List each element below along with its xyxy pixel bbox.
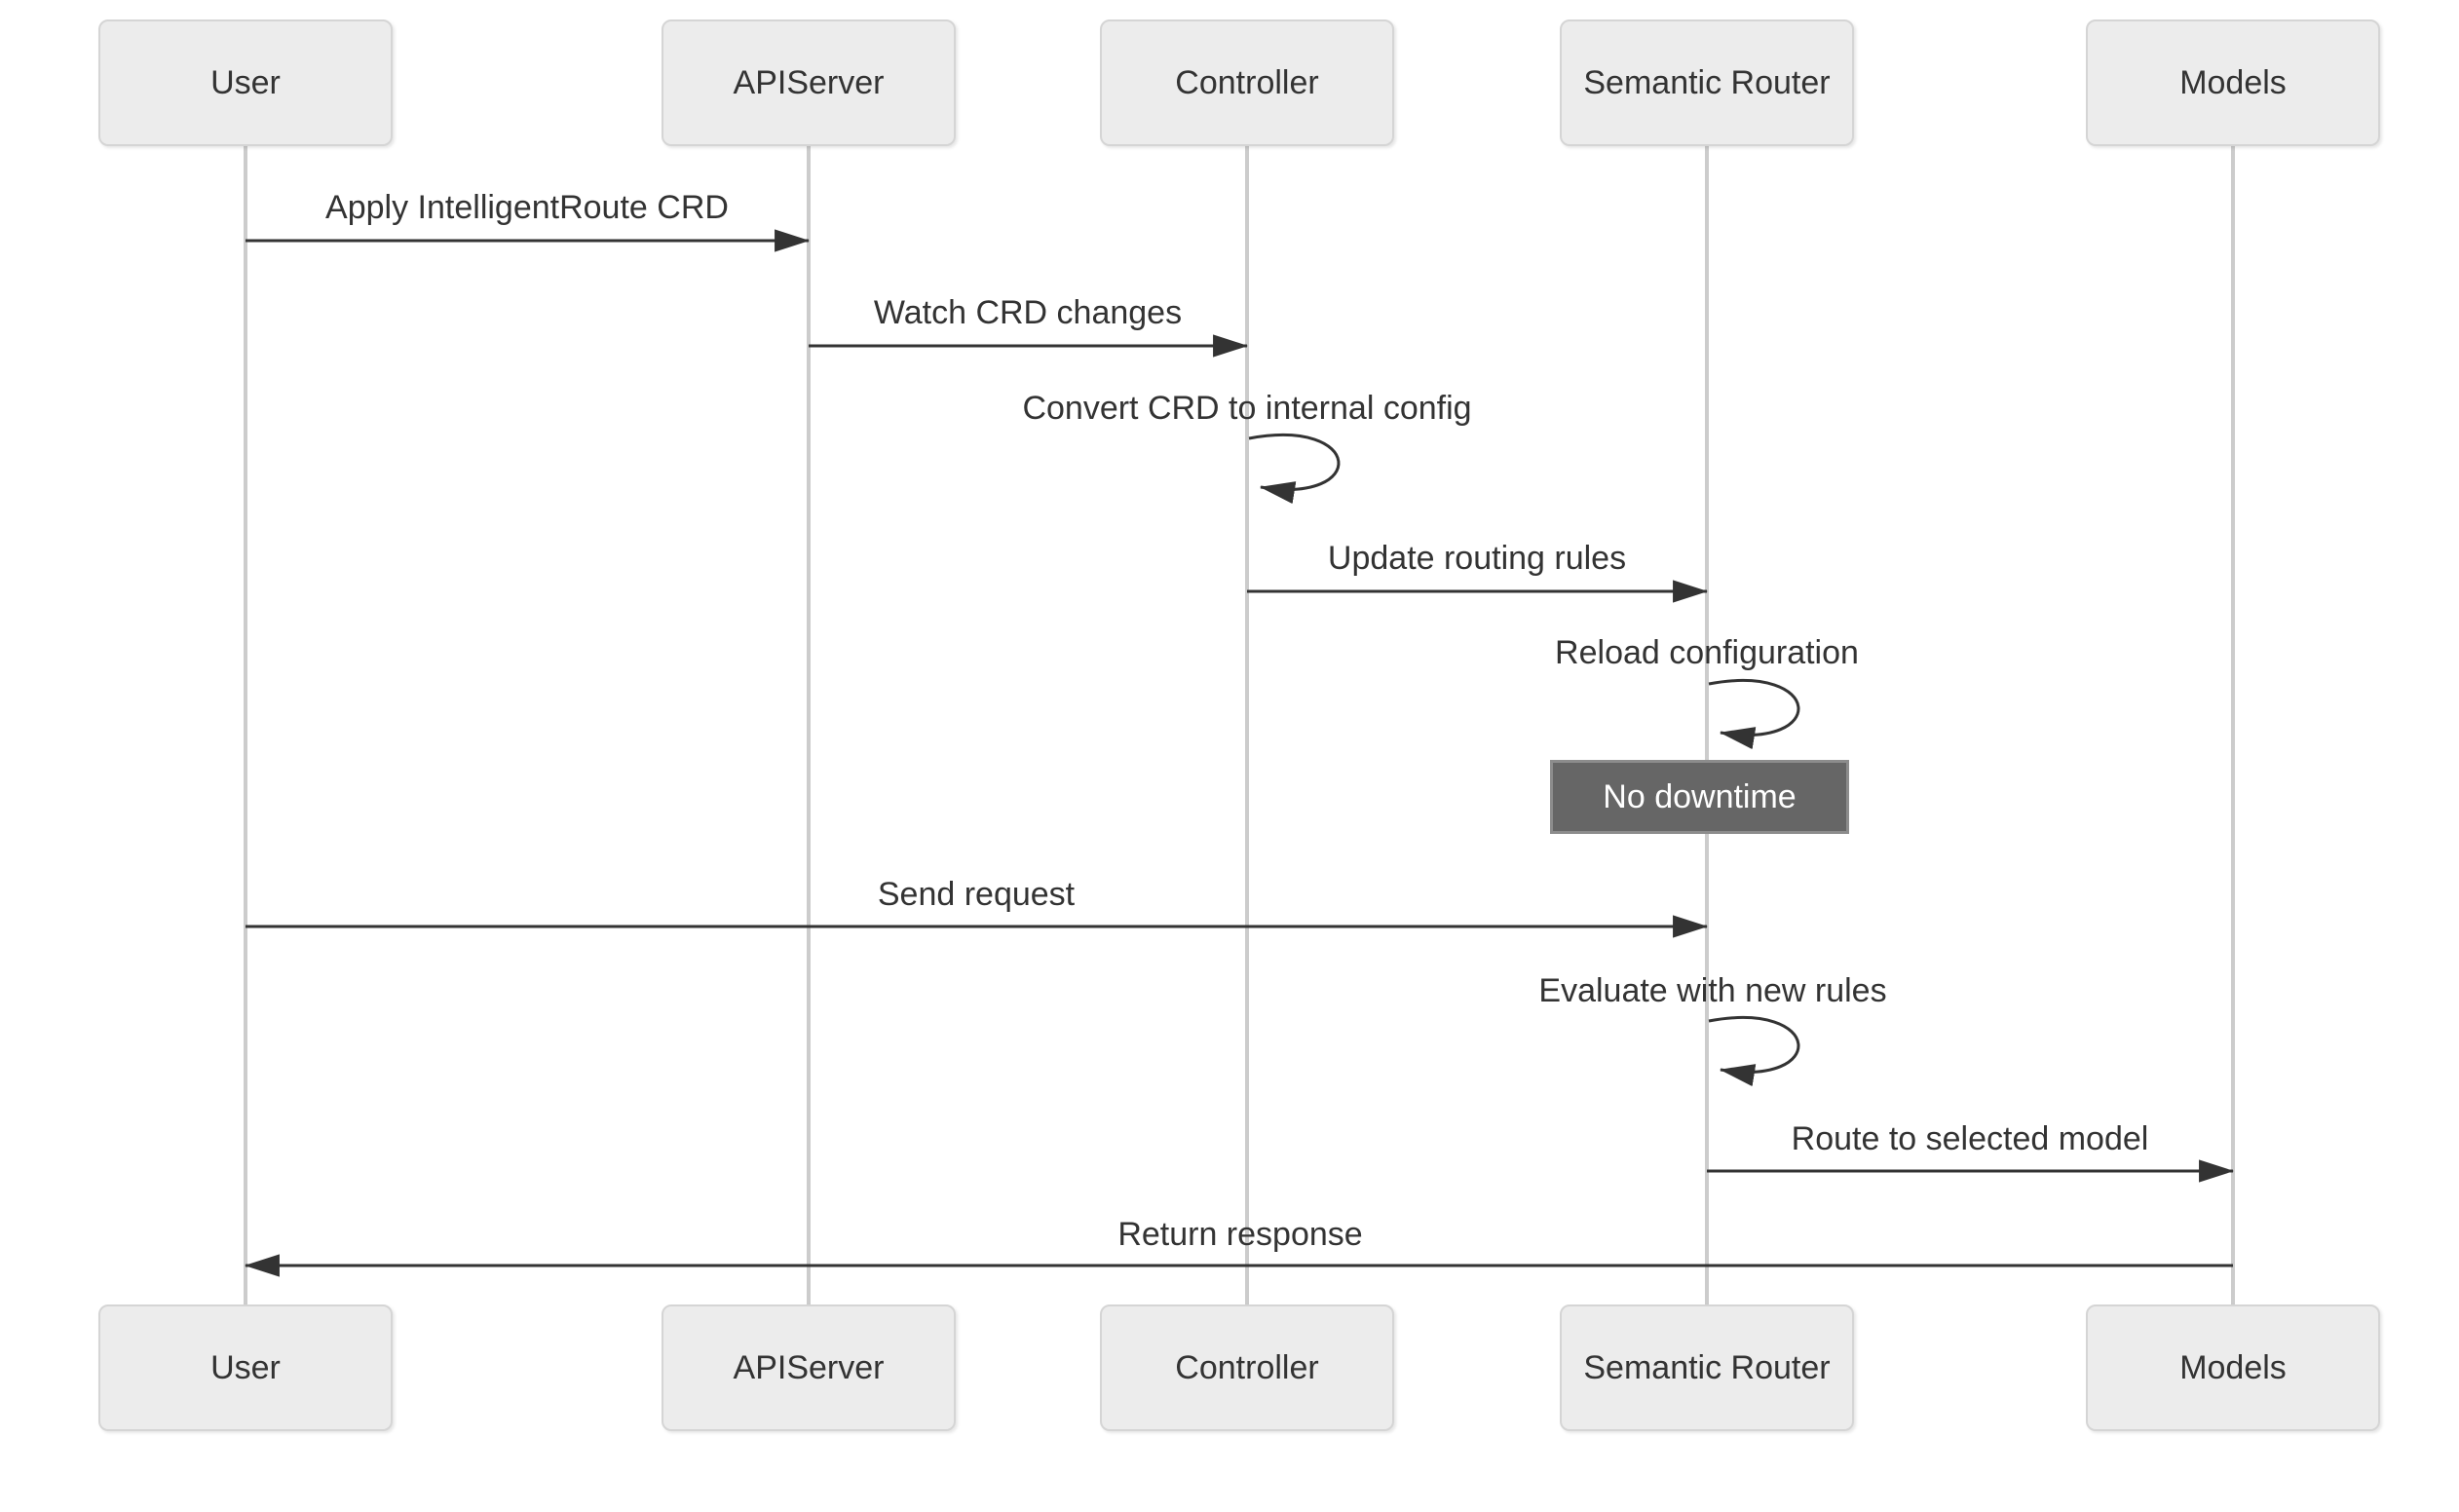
message-label-convert-crd-to-internal-config: Convert CRD to internal config <box>1022 390 1472 427</box>
message-label-reload-configuration: Reload configuration <box>1555 634 1859 671</box>
actor-top-models-label: Models <box>2179 63 2287 101</box>
actor-bottom-user-label: User <box>210 1348 281 1386</box>
actor-top-user: User <box>98 19 393 146</box>
actor-top-models: Models <box>2086 19 2380 146</box>
arrow-convert-crd-self-loop <box>1248 434 1341 505</box>
actor-bottom-semantic-router: Semantic Router <box>1560 1304 1854 1431</box>
actor-bottom-user: User <box>98 1304 393 1431</box>
note-no-downtime: No downtime <box>1550 760 1849 834</box>
actor-top-user-label: User <box>210 63 281 101</box>
actor-bottom-controller-label: Controller <box>1175 1348 1319 1386</box>
actor-top-semantic-router-label: Semantic Router <box>1583 63 1831 101</box>
actor-bottom-controller: Controller <box>1100 1304 1394 1431</box>
actor-top-controller: Controller <box>1100 19 1394 146</box>
message-label-return-response: Return response <box>1117 1216 1363 1253</box>
actor-top-apiserver-label: APIServer <box>733 63 885 101</box>
actor-top-semantic-router: Semantic Router <box>1560 19 1854 146</box>
note-no-downtime-label: No downtime <box>1603 777 1797 815</box>
message-label-update-routing-rules: Update routing rules <box>1327 540 1627 577</box>
message-label-watch-crd-changes: Watch CRD changes <box>873 294 1183 331</box>
actor-bottom-models: Models <box>2086 1304 2380 1431</box>
actor-bottom-semantic-router-label: Semantic Router <box>1583 1348 1831 1386</box>
actor-bottom-apiserver-label: APIServer <box>733 1348 885 1386</box>
message-label-route-to-selected-model: Route to selected model <box>1791 1120 2149 1157</box>
arrow-reload-configuration-self-loop <box>1708 679 1800 750</box>
actor-top-apiserver: APIServer <box>662 19 956 146</box>
message-label-send-request: Send request <box>877 876 1076 913</box>
actor-top-controller-label: Controller <box>1175 63 1319 101</box>
message-label-evaluate-with-new-rules: Evaluate with new rules <box>1538 972 1887 1009</box>
actor-bottom-models-label: Models <box>2179 1348 2287 1386</box>
arrow-evaluate-new-rules-self-loop <box>1708 1016 1800 1087</box>
actor-bottom-apiserver: APIServer <box>662 1304 956 1431</box>
message-label-apply-intelligentroute-crd: Apply IntelligentRoute CRD <box>325 189 729 226</box>
